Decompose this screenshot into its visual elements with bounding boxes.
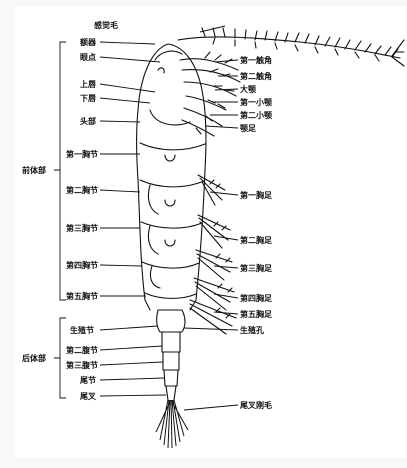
label-maxilla-1: 第一小颚 [240, 97, 272, 107]
abdomen-seg-3 [163, 352, 179, 370]
inner-lobes [148, 185, 160, 288]
label-thorax-2: 第二胸节 [66, 185, 98, 195]
thorax-seg-1 [140, 143, 205, 150]
furca [166, 386, 176, 400]
label-furca: 尾叉 [80, 391, 96, 401]
furcal-setae-tuft [156, 400, 188, 448]
eye-mark [158, 68, 164, 73]
mouthparts [180, 59, 240, 136]
label-thorax-3: 第三胸节 [66, 223, 98, 233]
label-leg-3: 第三胸足 [240, 263, 272, 273]
label-lower-lip: 下唇 [80, 93, 96, 103]
abdomen-seg-2 [162, 332, 180, 352]
leg-1 [198, 175, 225, 205]
label-head: 头部 [80, 116, 96, 126]
label-genital-pore: 生殖孔 [240, 325, 264, 335]
label-thorax-1: 第一胸节 [66, 149, 98, 159]
label-maxilla-2: 第二小颚 [240, 110, 272, 120]
label-upper-lip: 上唇 [80, 79, 96, 89]
cephalothorax-right [168, 44, 206, 310]
label-leg-4: 第四胸足 [240, 293, 272, 303]
label-genital-segment: 生殖节 [70, 325, 94, 335]
tail-seg [164, 370, 178, 386]
label-furcal-setae: 尾叉刚毛 [240, 400, 272, 410]
midline-u-1 [165, 155, 175, 161]
leader-right [184, 26, 238, 410]
leader-left [100, 42, 166, 396]
bracket-front [54, 42, 66, 300]
label-antenna-1: 第一触角 [240, 55, 272, 65]
thorax-seg-5 [145, 293, 196, 298]
label-abdomen-2: 第二腹节 [66, 345, 98, 355]
label-front-body: 前体部 [22, 165, 46, 175]
label-tail-segment: 尾节 [80, 375, 96, 385]
label-antenna-2: 第二触角 [240, 71, 272, 81]
antenna-stalk [178, 37, 400, 58]
thorax-seg-4 [142, 262, 199, 268]
label-leg-5: 第五胸足 [240, 309, 272, 319]
antenna-hairs [202, 28, 398, 61]
head-inner-line [150, 110, 190, 125]
cephalothorax-left [137, 44, 169, 310]
label-leg-1: 第一胸足 [240, 190, 272, 200]
label-thorax-5: 第五胸节 [66, 291, 98, 301]
midline-u-3 [165, 240, 175, 246]
label-abdomen-3: 第三腹节 [66, 360, 98, 370]
label-maxilliped: 颚足 [240, 123, 256, 133]
antenna-tip [392, 40, 404, 66]
label-rear-body: 后体部 [22, 353, 46, 363]
genital-segment [157, 310, 185, 332]
leg-3 [196, 250, 232, 280]
label-head-lobe: 额器 [80, 37, 96, 47]
label-sensory-hair: 感觉毛 [94, 20, 118, 30]
midline-u-2 [165, 200, 175, 206]
head-crest [155, 51, 182, 60]
label-thorax-4: 第四胸节 [66, 260, 98, 270]
label-eye: 眼点 [80, 52, 96, 62]
label-mandible: 大颚 [240, 84, 256, 94]
label-leg-2: 第二胸足 [240, 235, 272, 245]
bracket-rear [54, 318, 66, 398]
